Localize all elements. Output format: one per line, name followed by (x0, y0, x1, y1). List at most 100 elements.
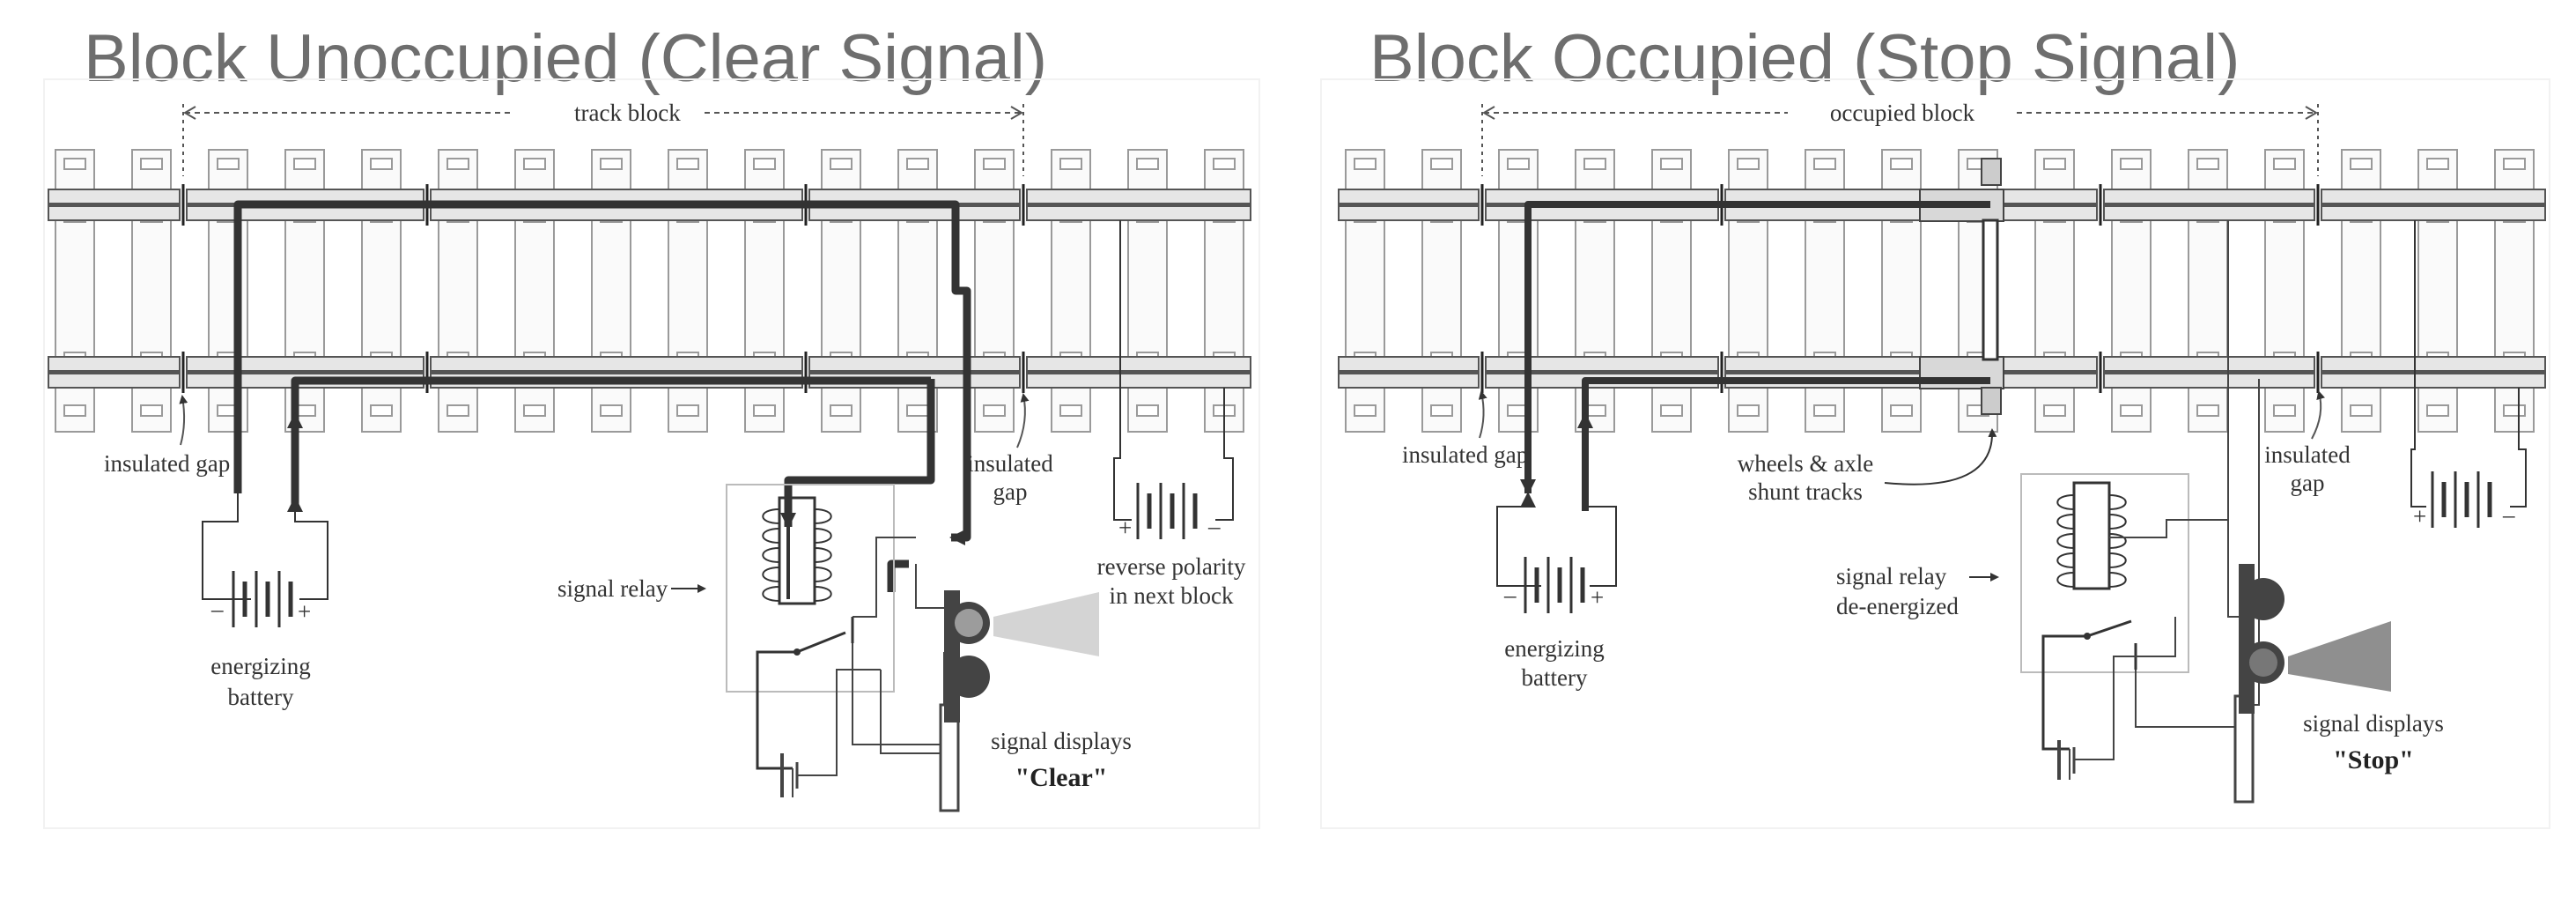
tie-plate (753, 158, 776, 170)
tie-plate (1430, 158, 1453, 170)
tie-plate (1813, 158, 1836, 170)
current-path (233, 200, 971, 599)
svg-text:+: + (2413, 503, 2426, 530)
block-span-indicator (182, 104, 1024, 176)
tie-plate (600, 158, 623, 170)
tie-plate (293, 158, 316, 170)
track (48, 149, 1251, 433)
block-label: track block (574, 100, 681, 126)
energizing-battery: – + (202, 493, 328, 627)
signal-relay-label: signal relay (557, 575, 668, 602)
tie-plate (906, 404, 929, 417)
svg-text:–: – (1207, 513, 1221, 539)
tie-plate (906, 158, 929, 170)
tie-plate (1660, 404, 1683, 417)
tie-plate (2273, 158, 2296, 170)
signal-circuit (2057, 220, 2260, 780)
block-label: occupied block (1830, 100, 1975, 126)
tie-plate (2043, 158, 2066, 170)
tie-plate (1890, 158, 1913, 170)
panel-frame (1320, 78, 2550, 829)
tie-plate (676, 404, 699, 417)
tie-plate (830, 404, 853, 417)
gap-pointer-right (1016, 393, 1030, 448)
gap-pointer-right (2311, 390, 2325, 440)
current-path (1520, 201, 1990, 511)
insulated-gap-label-right-line1: insulated (967, 450, 1053, 477)
insulated-gap-label-right-line2: gap (2291, 470, 2325, 496)
clear-lamp (955, 609, 983, 637)
tie-plate (523, 158, 546, 170)
axle-pointer (1884, 428, 1997, 485)
signal-displays-label: signal displays (2303, 710, 2444, 737)
tie-plate (217, 158, 240, 170)
signal-relay (726, 484, 895, 770)
tie-plate (1890, 404, 1913, 417)
tie-plate (370, 158, 393, 170)
insulated-gap-label-right-line2: gap (993, 478, 1028, 505)
reverse-polarity-label-line2: in next block (1110, 582, 1234, 609)
tie-plate (140, 158, 163, 170)
tie-plate (2426, 404, 2449, 417)
tie-plate (1507, 158, 1530, 170)
insulated-gap-label-right-line1: insulated (2264, 441, 2351, 468)
tie-plate (676, 158, 699, 170)
tie-plate (1430, 404, 1453, 417)
panel-title: Block Occupied (Stop Signal) (1369, 21, 2240, 96)
tie-plate (370, 404, 393, 417)
tie-plate (63, 158, 86, 170)
tie-plate (2196, 404, 2219, 417)
tie-plate (2196, 158, 2219, 170)
tie-plate (1813, 404, 1836, 417)
tie-plate (1583, 158, 1606, 170)
panel-stop: Block Occupied (Stop Signal) occupied bl… (1320, 21, 2550, 829)
tie-plate (1059, 404, 1082, 417)
block-span-indicator (1481, 104, 2319, 176)
tie-plate (1059, 158, 1082, 170)
stop-lamp (2249, 648, 2277, 677)
clear-lamp-off (2242, 578, 2284, 620)
signal-relay-label-line1: signal relay (1836, 563, 1947, 589)
tie-plate (753, 404, 776, 417)
svg-text:–: – (1503, 582, 1517, 608)
tie-plate (983, 158, 1006, 170)
tie-plate (1354, 404, 1377, 417)
tie-plate (2043, 404, 2066, 417)
panel-clear: Block Unoccupied (Clear Signal) track bl… (43, 21, 1260, 829)
svg-text:+: + (298, 598, 311, 625)
signal-state-label: "Clear" (1015, 763, 1108, 792)
tie-plate (2273, 404, 2296, 417)
signal-displays-label: signal displays (991, 728, 1132, 754)
tie-plate (1660, 158, 1683, 170)
tie-plate (2120, 404, 2143, 417)
signal-state-label: "Stop" (2333, 745, 2414, 774)
svg-text:–: – (2502, 501, 2515, 528)
tie-plate (830, 158, 853, 170)
tie-plate (600, 404, 623, 417)
tie-plate (1354, 158, 1377, 170)
gap-pointer-left (1478, 390, 1487, 439)
light-beam-stop (2288, 621, 2391, 692)
tie-plate (2350, 404, 2373, 417)
tie-plate (63, 404, 86, 417)
signal-circuit (780, 537, 956, 797)
battery-label-line2: battery (228, 684, 294, 710)
gap-pointer-left (179, 395, 188, 446)
tie-plate (447, 158, 469, 170)
tie-plate (1737, 158, 1760, 170)
tie-plate (1136, 158, 1159, 170)
next-block-battery: + – (2410, 220, 2527, 530)
tie-plate (2426, 158, 2449, 170)
tie-plate (2503, 158, 2526, 170)
tie-plate (1737, 404, 1760, 417)
tie-plate (447, 404, 469, 417)
axle-label-line1: wheels & axle (1738, 450, 1873, 477)
light-beam-clear (993, 592, 1099, 656)
tie-plate (523, 404, 546, 417)
signal-relay (2020, 473, 2189, 751)
insulated-gap-label-left: insulated gap (104, 450, 230, 477)
svg-text:–: – (210, 596, 224, 622)
tie-plate (1213, 158, 1236, 170)
next-block-battery: + – (1113, 220, 1234, 541)
signal-head (2233, 564, 2391, 804)
